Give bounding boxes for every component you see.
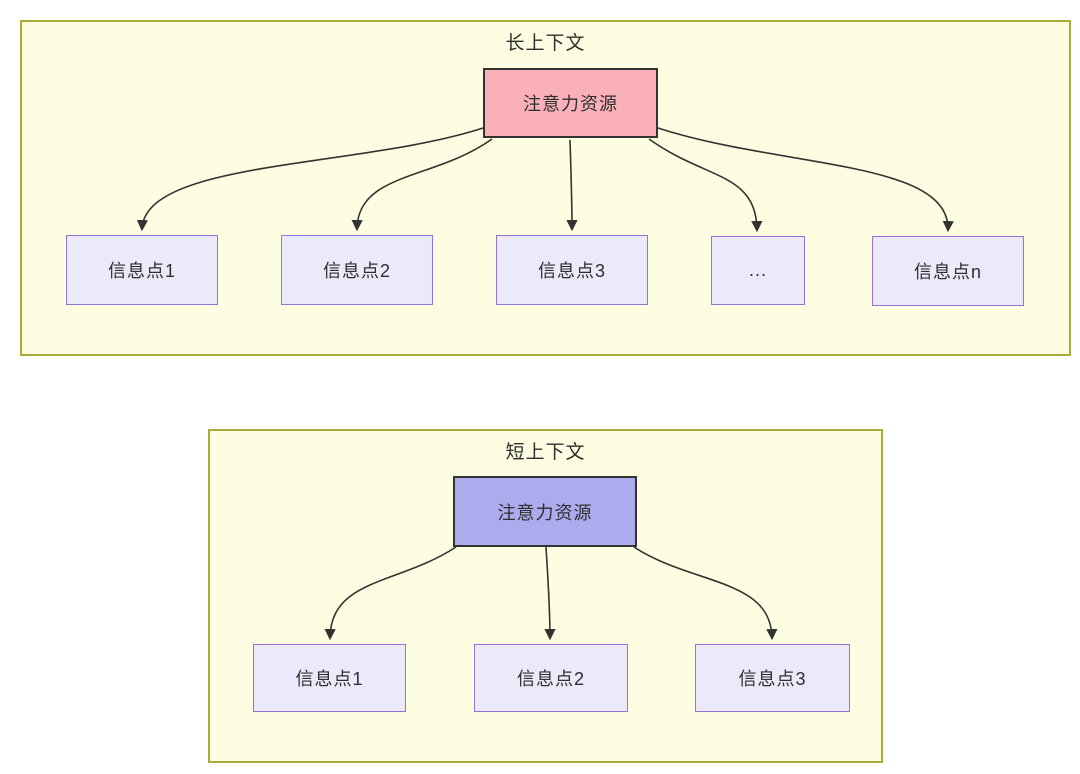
long-info-node-ellipsis: ... (711, 236, 805, 305)
short-attention-resource-node: 注意力资源 (453, 476, 637, 547)
long-info-node-2: 信息点2 (281, 235, 433, 305)
short-info-node-1: 信息点1 (253, 644, 406, 712)
short-info-node-3: 信息点3 (695, 644, 850, 712)
long-attention-resource-node: 注意力资源 (483, 68, 658, 138)
long-info-node-n: 信息点n (872, 236, 1024, 306)
short-context-panel-title: 短上下文 (505, 442, 586, 463)
long-info-node-3: 信息点3 (496, 235, 648, 305)
short-info-node-2: 信息点2 (474, 644, 628, 712)
long-info-node-1: 信息点1 (66, 235, 218, 305)
long-context-panel-title: 长上下文 (505, 33, 586, 54)
